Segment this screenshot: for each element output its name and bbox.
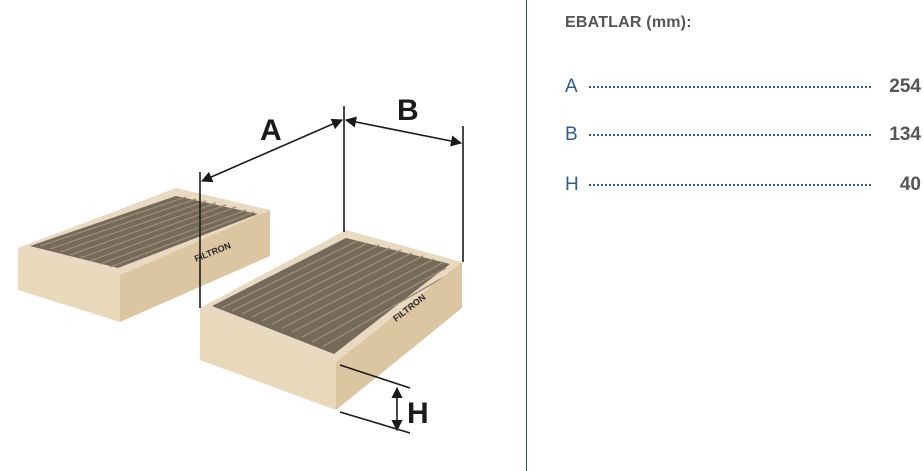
filter-left-pleats	[39, 196, 255, 268]
panel-divider	[526, 0, 527, 471]
filter-right-front-side	[200, 308, 336, 410]
figure-label-h: H	[407, 397, 429, 430]
dimension-value: 40	[899, 174, 921, 195]
dimension-arrow-b	[344, 116, 463, 147]
filter-right-right-side	[336, 262, 462, 410]
figure-label-a: A	[260, 114, 282, 147]
dot-leader	[589, 86, 871, 88]
dimensions-panel: EBATLAR (mm): A 254 B 134 H 40	[527, 0, 923, 471]
dimension-value: 254	[889, 76, 921, 97]
filter-right-media	[212, 238, 450, 354]
filter-left-front-side	[18, 248, 120, 322]
dimension-label: A	[565, 76, 578, 97]
dot-leader	[589, 184, 871, 186]
dimension-label: H	[565, 174, 579, 195]
filter-left: FILTRON	[18, 188, 270, 322]
dimension-arrow-a	[200, 118, 344, 183]
filter-right: FILTRON	[200, 230, 462, 410]
extension-line-h-bottom	[339, 411, 411, 434]
dimension-lines	[199, 106, 464, 434]
dimensions-title: EBATLAR (mm):	[565, 14, 692, 31]
dimension-label: B	[565, 124, 578, 145]
dimension-row-a: A 254	[565, 76, 921, 100]
filter-right-pleats	[221, 240, 447, 348]
figure-label-b: B	[397, 94, 419, 127]
cabin-filter-figure: FILTRON FILTRON A B	[18, 94, 464, 434]
dimension-row-h: H 40	[565, 174, 921, 198]
extension-line-h-top	[339, 364, 411, 389]
dot-leader	[589, 134, 871, 136]
filter-left-right-side	[120, 210, 270, 322]
dimension-row-b: B 134	[565, 124, 921, 148]
dimension-value: 134	[889, 124, 921, 145]
